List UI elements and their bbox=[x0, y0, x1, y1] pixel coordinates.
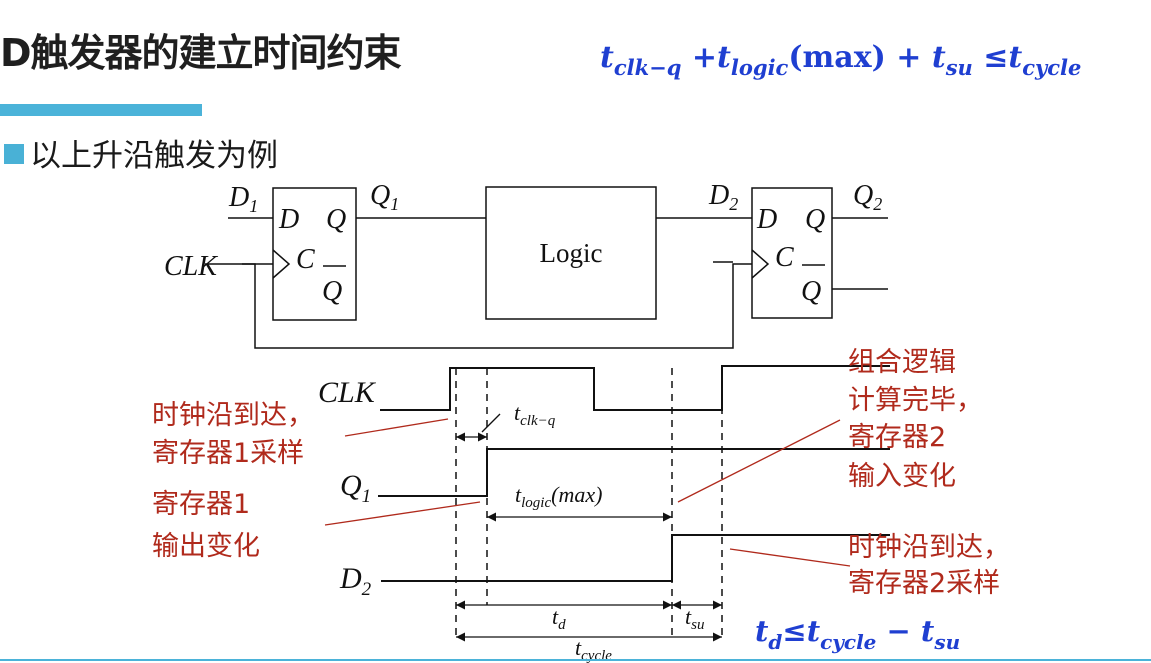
tclkq-leader bbox=[481, 413, 501, 433]
annotation-1-leader bbox=[344, 418, 449, 437]
annotation-3-line2: 计算完毕， bbox=[848, 385, 983, 416]
d2-waveform bbox=[381, 534, 890, 582]
ff2-d-input-label: D2 bbox=[708, 180, 738, 214]
ff1-q-pin-label: Q bbox=[326, 204, 346, 235]
flipflop-2-box bbox=[751, 187, 833, 319]
ff1-d-pin-label: D bbox=[278, 204, 299, 235]
flipflop-1-box bbox=[272, 187, 357, 321]
annotation-2-line1: 寄存器1 bbox=[152, 489, 250, 520]
ff2-q-pin-label: Q bbox=[805, 204, 825, 235]
timing-dashed-guides bbox=[455, 368, 723, 640]
ff2-c-pin-label: C bbox=[775, 242, 794, 273]
annotation-2-leader bbox=[324, 501, 481, 526]
title-underline-bar bbox=[0, 104, 202, 116]
ff1-q-output-label: Q1 bbox=[370, 180, 399, 214]
annotation-1-line1: 时钟沿到达， bbox=[152, 400, 314, 431]
ff2-q-output-label: Q2 bbox=[853, 180, 882, 214]
timing-d2-label: D2 bbox=[339, 562, 372, 600]
annotation-4-line1: 时钟沿到达， bbox=[848, 532, 1010, 563]
tclkq-label: tclk−q bbox=[514, 400, 556, 429]
annotation-3-leader bbox=[677, 419, 841, 503]
setup-constraint-formula: tclk−q +tlogic(max) + tsu ≤tcycle bbox=[600, 40, 1082, 80]
timing-q1-label: Q1 bbox=[340, 469, 371, 507]
ff1-qbar-pin-label: Q bbox=[322, 276, 342, 307]
annotation-leaders bbox=[324, 418, 851, 567]
timing-waveforms bbox=[378, 365, 890, 582]
circuit-clk-label: CLK bbox=[164, 251, 218, 282]
circuit-schematic bbox=[205, 186, 888, 349]
td-constraint-formula: td≤tcycle − tsu bbox=[755, 614, 961, 654]
tsu-label: tsu bbox=[685, 604, 704, 633]
logic-block bbox=[485, 186, 657, 320]
ff1-c-pin-label: C bbox=[296, 244, 315, 275]
slide-title: D触发器的建立时间约束 bbox=[0, 31, 402, 75]
annotation-4-line2: 寄存器2采样 bbox=[848, 568, 1000, 599]
bullet-point: 以上升沿触发为例 bbox=[4, 130, 278, 175]
bullet-square-icon bbox=[4, 144, 24, 164]
ff2-d-pin-label: D bbox=[756, 204, 777, 235]
annotation-3-line3: 寄存器2 bbox=[848, 422, 946, 453]
footer-divider bbox=[0, 659, 1151, 661]
timing-clk-label: CLK bbox=[318, 376, 377, 409]
ff2-qbar-pin-label: Q bbox=[801, 276, 821, 307]
annotation-3-line1: 组合逻辑 bbox=[848, 347, 956, 378]
td-label: td bbox=[552, 604, 566, 633]
annotation-1-line2: 寄存器1采样 bbox=[152, 438, 304, 469]
clock-net-wire bbox=[242, 263, 752, 349]
ff1-d-input-label: D1 bbox=[228, 182, 258, 216]
q1-waveform bbox=[378, 448, 890, 497]
annotation-2-line2: 输出变化 bbox=[152, 531, 260, 562]
tlogic-label: tlogic(max) bbox=[515, 482, 602, 511]
annotation-4-leader bbox=[729, 548, 851, 567]
annotation-3-line4: 输入变化 bbox=[848, 461, 956, 492]
ff1-clock-triangle bbox=[272, 249, 291, 279]
logic-label: Logic bbox=[540, 238, 603, 268]
timing-dimension-arrows bbox=[456, 413, 722, 642]
ff2-clock-triangle bbox=[751, 249, 770, 279]
